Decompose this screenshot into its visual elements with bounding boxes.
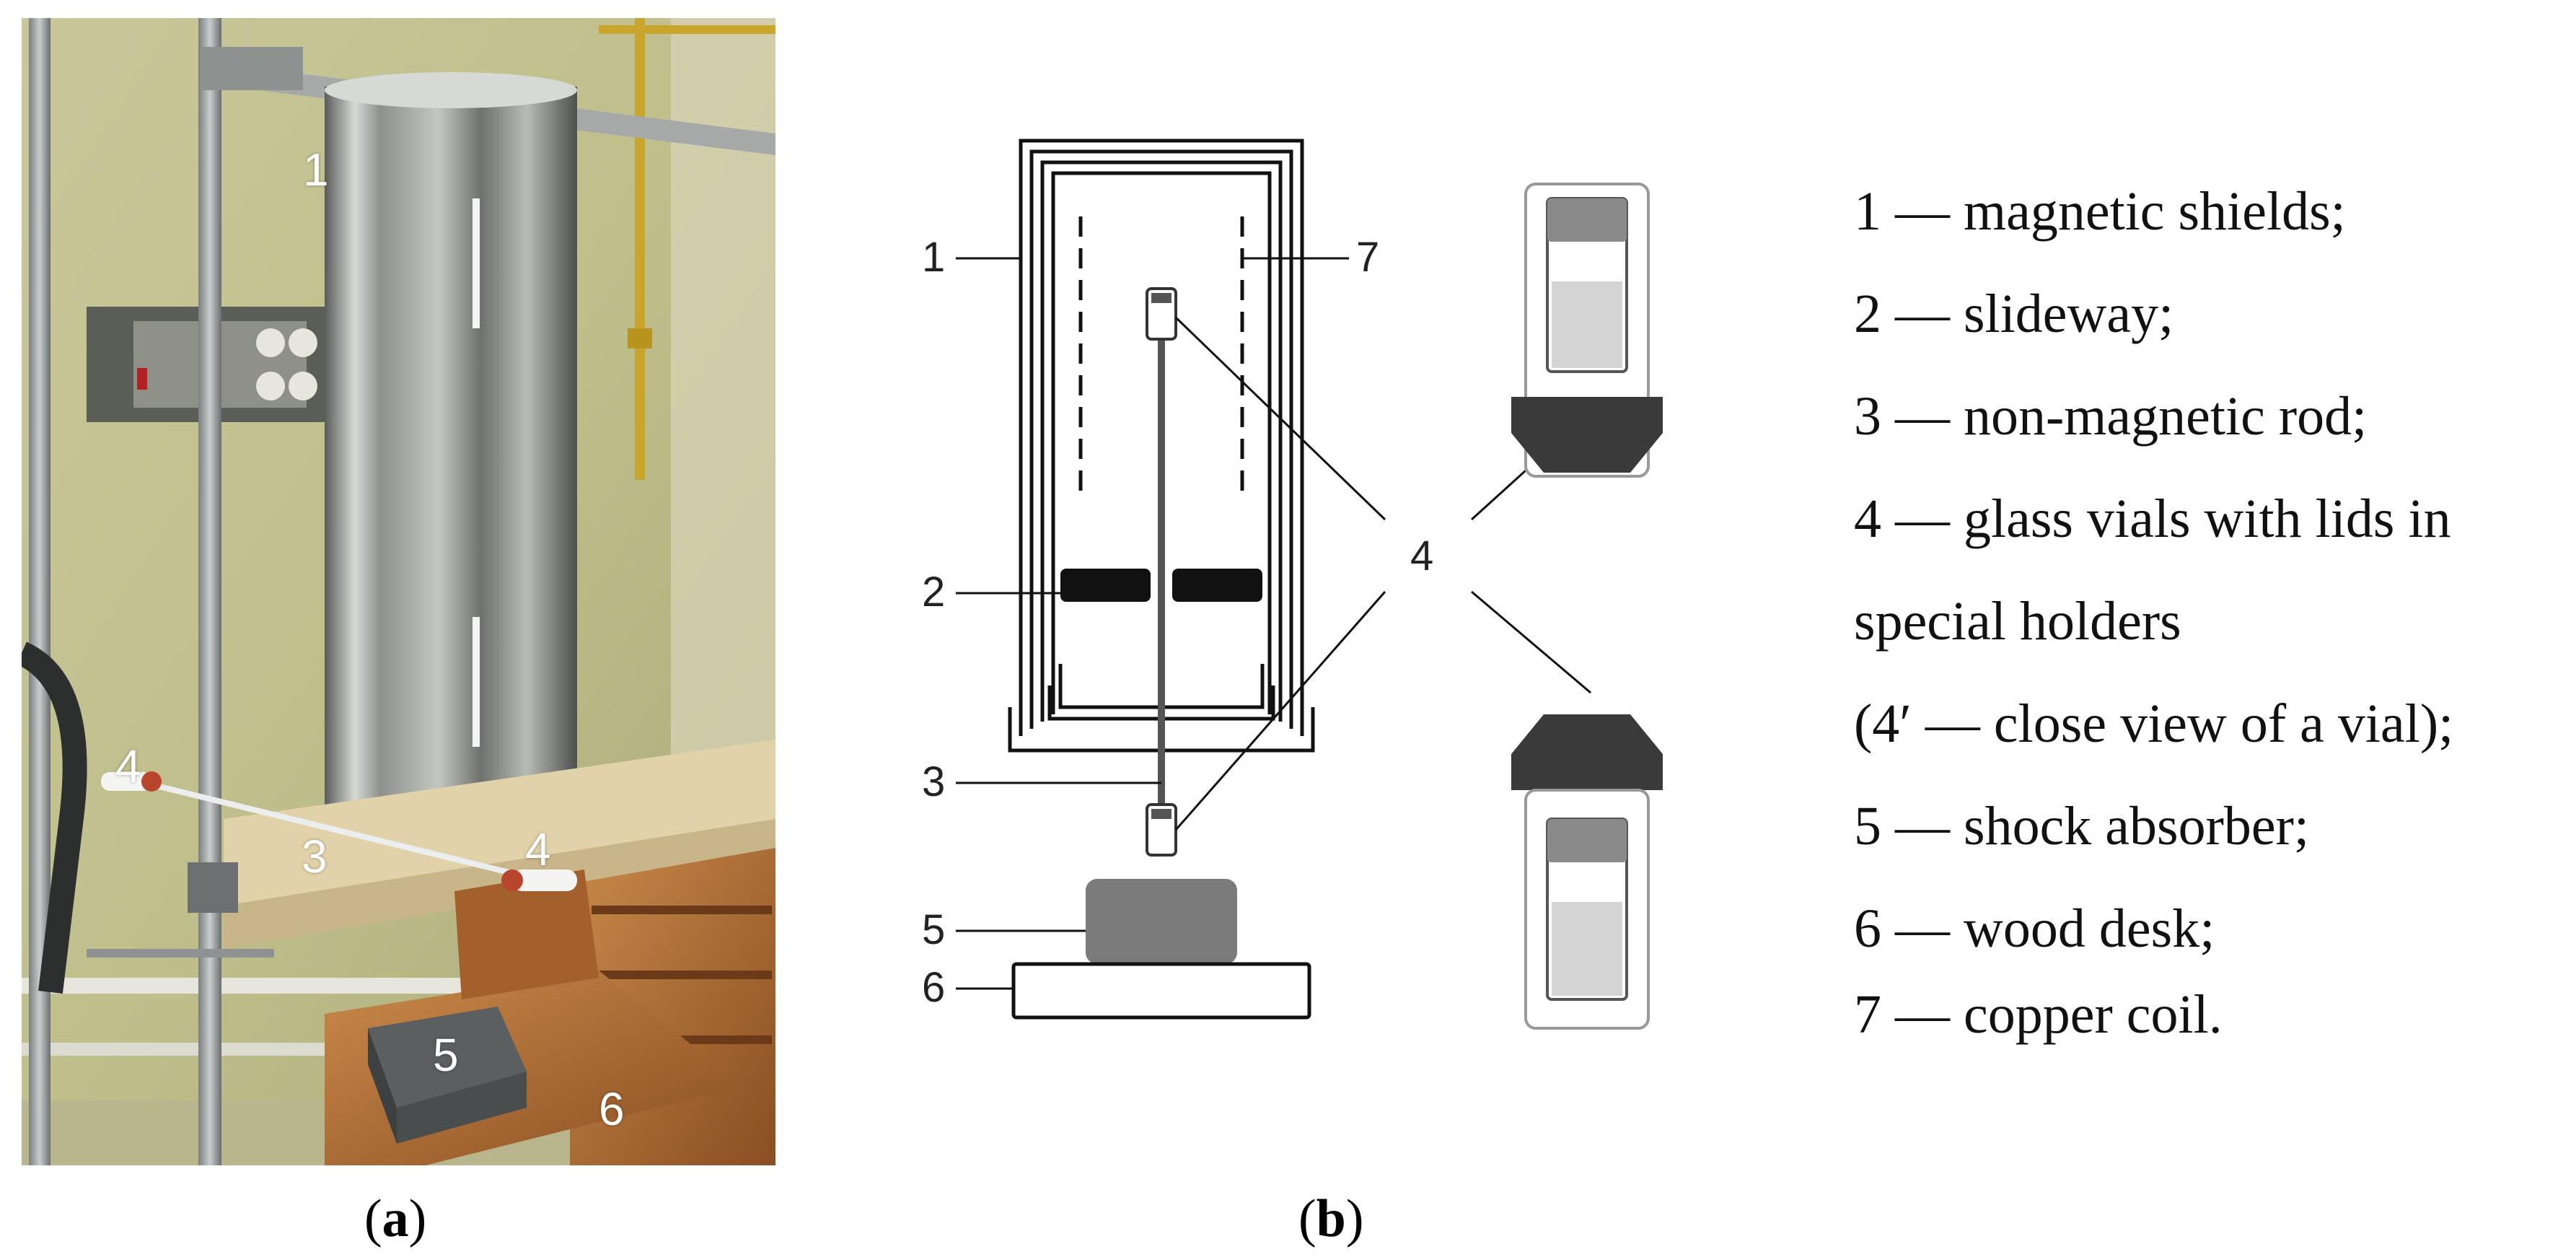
schematic-label-2: 2 [922, 569, 946, 616]
leader-4b [1174, 591, 1386, 831]
legend-item-4-cont: special holders [1854, 591, 2181, 652]
photo-label-3: 3 [302, 831, 328, 882]
caption-b-letter: b [1316, 1189, 1346, 1248]
photo-label-1: 1 [303, 144, 329, 196]
legend-item-6: 6 — wood desk; [1854, 898, 2215, 959]
closeup-lid-bottom [1511, 714, 1663, 790]
caption-a-letter: a [382, 1189, 409, 1248]
shock-absorber [1086, 879, 1237, 964]
shield-inner [1051, 171, 1272, 714]
legend-item-2: 2 — slideway; [1854, 284, 2174, 344]
schematic-label-5: 5 [922, 906, 946, 953]
legend-item-3: 3 — non-magnetic rod; [1854, 386, 2368, 447]
schematic-diagram [956, 139, 1663, 1030]
slideway-right [1172, 569, 1262, 602]
photo-illustration [22, 18, 775, 1165]
legend-item-7: 7 — copper coil. [1854, 984, 2223, 1045]
photo-panel-a: 1 4 3 4 5 6 [22, 18, 775, 1165]
caption-b-open: ( [1298, 1189, 1316, 1248]
legend-item-4-prime: (4′ — close view of a vial); [1854, 693, 2454, 754]
legend-item-1: 1 — magnetic shields; [1854, 181, 2346, 242]
legend-item-5: 5 — shock absorber; [1854, 796, 2310, 857]
schematic-label-6: 6 [922, 964, 946, 1011]
schematic-panel-b: 1 7 2 4 3 5 6 [887, 115, 1681, 1054]
leader-4a [1174, 316, 1386, 521]
legend-item-4: 4 — glass vials with lids in [1854, 489, 2451, 549]
schematic-label-3: 3 [922, 758, 946, 805]
photo-label-5: 5 [433, 1029, 459, 1081]
schematic-label-1: 1 [922, 234, 946, 281]
caption-b: (b) [1298, 1192, 1363, 1245]
slideway-left [1060, 569, 1151, 602]
photo-label-6: 6 [599, 1083, 625, 1135]
schematic-label-4: 4 [1410, 533, 1434, 579]
wood-desk [1011, 962, 1311, 1020]
leader-4d [1471, 590, 1591, 694]
photo-label-4-right: 4 [525, 823, 551, 875]
shield-3 [1040, 160, 1283, 722]
photo-label-4-left: 4 [115, 740, 141, 792]
caption-a: (a) [364, 1192, 426, 1245]
closeup-lid-top [1511, 397, 1663, 473]
caption-b-close: ) [1345, 1189, 1364, 1248]
caption-a-close: ) [408, 1189, 427, 1248]
caption-a-open: ( [364, 1189, 382, 1248]
shield-2 [1029, 149, 1293, 729]
schematic-label-7: 7 [1356, 234, 1380, 281]
